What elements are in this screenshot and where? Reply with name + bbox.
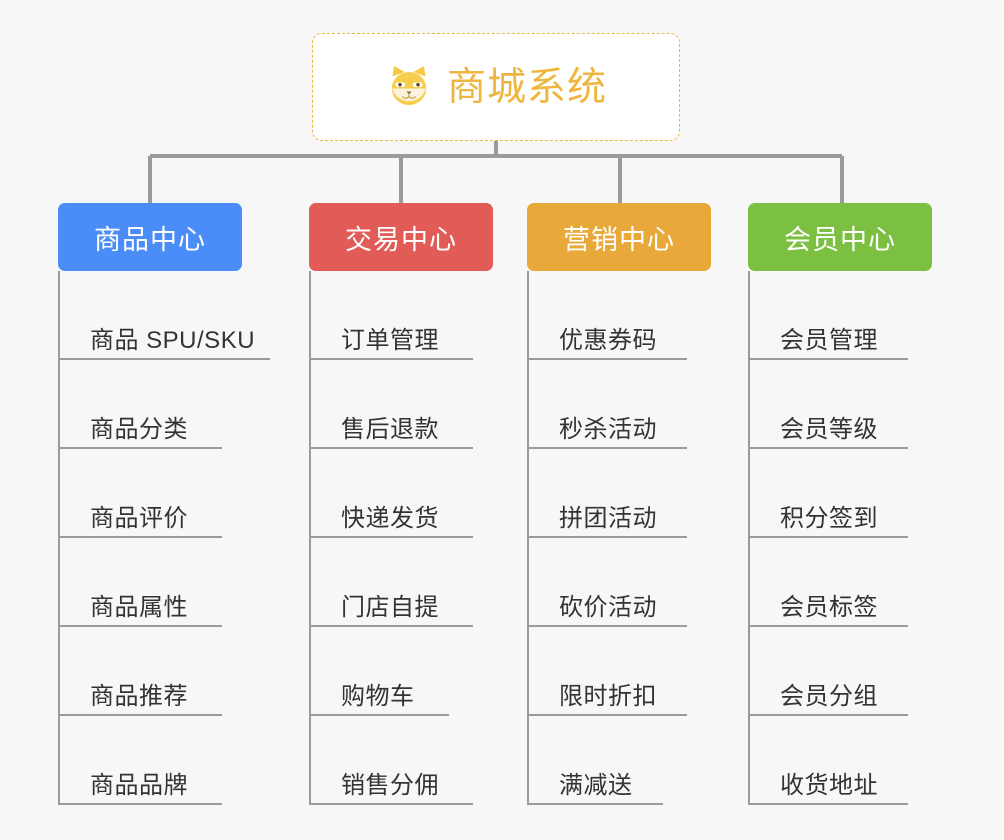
branch-item-label: 销售分佣 [341,772,439,799]
branch-items-4: 会员管理 会员等级 积分签到 会员标签 会员分组 收货地址 [748,271,932,805]
branch-spine [748,271,750,805]
branch-item-label: 商品品牌 [90,772,188,799]
branch-item-rule [527,447,687,449]
branch-item-label: 会员管理 [780,327,878,354]
branch-item-rule [58,447,222,449]
branch-column-2: 交易中心 订单管理 售后退款 快递发货 门店自提 购物车 [309,203,493,805]
branch-header-3[interactable]: 营销中心 [527,203,711,271]
branch-item-rule [527,536,687,538]
branch-header-2[interactable]: 交易中心 [309,203,493,271]
branch-item[interactable]: 砍价活动 [527,538,711,627]
branch-item-label: 满减送 [559,772,633,799]
branch-item-rule [748,625,908,627]
branch-header-label: 营销中心 [563,224,675,255]
branch-item[interactable]: 订单管理 [309,271,493,360]
branch-item[interactable]: 购物车 [309,627,493,716]
branch-item-label: 门店自提 [341,594,439,621]
branch-item[interactable]: 商品分类 [58,360,242,449]
branch-item-rule [748,447,908,449]
branch-item-label: 商品 SPU/SKU [90,327,256,354]
branch-items-2: 订单管理 售后退款 快递发货 门店自提 购物车 销售分佣 [309,271,493,805]
branch-item-rule [309,536,473,538]
branch-item-rule [748,714,908,716]
branch-item[interactable]: 商品推荐 [58,627,242,716]
branch-item-label: 限时折扣 [559,683,657,710]
branch-item-label: 购物车 [341,683,415,710]
branch-item-rule [527,625,687,627]
branch-item[interactable]: 快递发货 [309,449,493,538]
branch-item-label: 售后退款 [341,416,439,443]
branch-item-rule [309,714,449,716]
branch-item[interactable]: 满减送 [527,716,711,805]
branch-item[interactable]: 门店自提 [309,538,493,627]
branch-item-label: 会员分组 [780,683,878,710]
branch-header-4[interactable]: 会员中心 [748,203,932,271]
branch-column-4: 会员中心 会员管理 会员等级 积分签到 会员标签 会员分组 [748,203,932,805]
branch-item[interactable]: 秒杀活动 [527,360,711,449]
branch-spine [58,271,60,805]
branch-header-label: 商品中心 [94,224,206,255]
branch-item-label: 订单管理 [341,327,439,354]
branch-item-label: 会员标签 [780,594,878,621]
root-node[interactable]: 商城系统 [312,33,680,141]
branch-item[interactable]: 积分签到 [748,449,932,538]
branch-items-1: 商品 SPU/SKU 商品分类 商品评价 商品属性 商品推荐 商品品牌 [58,271,270,805]
branch-spine [309,271,311,805]
branch-item[interactable]: 会员管理 [748,271,932,360]
branch-item-rule [58,358,270,360]
branch-item-label: 商品属性 [90,594,188,621]
branch-item-rule [58,625,222,627]
branch-column-3: 营销中心 优惠券码 秒杀活动 拼团活动 砍价活动 限时折扣 [527,203,711,805]
branch-column-1: 商品中心 商品 SPU/SKU 商品分类 商品评价 商品属性 商品推荐 [58,203,270,805]
shiba-dog-icon [391,66,427,105]
branch-item-label: 优惠券码 [559,327,657,354]
branch-item-rule [58,536,222,538]
branch-item-rule [58,714,222,716]
branch-header-label: 会员中心 [784,224,896,255]
branch-item-label: 拼团活动 [559,505,657,532]
branch-item[interactable]: 商品 SPU/SKU [58,271,270,360]
branch-item-label: 商品分类 [90,416,188,443]
branch-item-rule [527,714,687,716]
branch-item-rule [309,447,473,449]
branch-item[interactable]: 售后退款 [309,360,493,449]
branch-item[interactable]: 会员标签 [748,538,932,627]
branch-item[interactable]: 拼团活动 [527,449,711,538]
branch-header-1[interactable]: 商品中心 [58,203,242,271]
branch-spine [527,271,529,805]
branch-item-rule [58,803,222,805]
branch-item-label: 商品评价 [90,505,188,532]
branch-item[interactable]: 销售分佣 [309,716,493,805]
branch-item-rule [527,803,663,805]
branch-item-label: 商品推荐 [90,683,188,710]
branch-item[interactable]: 商品品牌 [58,716,242,805]
branch-item[interactable]: 限时折扣 [527,627,711,716]
branch-item-label: 会员等级 [780,416,878,443]
branch-item-label: 快递发货 [341,505,439,532]
branch-item[interactable]: 会员分组 [748,627,932,716]
branch-item-label: 秒杀活动 [559,416,657,443]
branch-item-label: 砍价活动 [559,594,657,621]
branch-item-rule [748,358,908,360]
branch-items-3: 优惠券码 秒杀活动 拼团活动 砍价活动 限时折扣 满减送 [527,271,711,805]
branch-item-rule [309,803,473,805]
branch-header-label: 交易中心 [345,224,457,255]
branch-item[interactable]: 商品评价 [58,449,242,538]
branch-item[interactable]: 会员等级 [748,360,932,449]
branch-item[interactable]: 商品属性 [58,538,242,627]
branch-item[interactable]: 优惠券码 [527,271,711,360]
branch-item-label: 收货地址 [780,772,878,799]
branch-item-rule [748,803,908,805]
branch-item-rule [527,358,687,360]
branch-item[interactable]: 收货地址 [748,716,932,805]
branch-item-rule [748,536,908,538]
branch-item-label: 积分签到 [780,505,878,532]
root-title: 商城系统 [446,65,607,109]
branch-item-rule [309,358,473,360]
branch-item-rule [309,625,473,627]
